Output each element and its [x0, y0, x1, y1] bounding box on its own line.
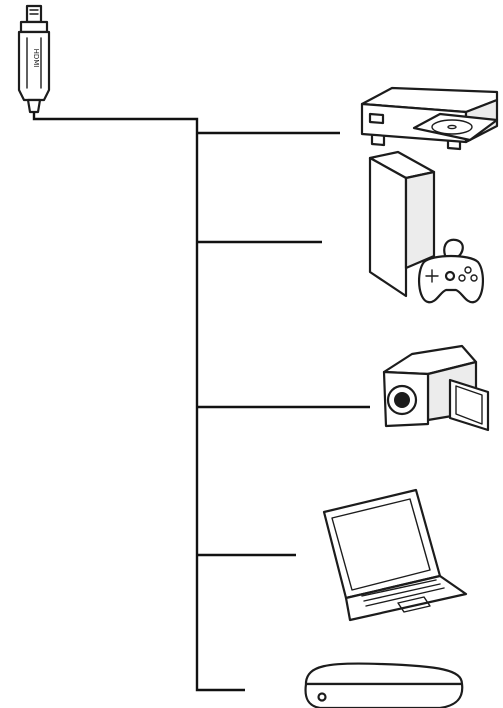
camcorder-icon	[384, 346, 488, 430]
laptop-icon	[324, 490, 466, 620]
cable-lines	[34, 112, 370, 690]
dvd-player-icon	[362, 88, 497, 149]
game-console-icon	[370, 152, 483, 302]
hdmi-label: HDMI	[32, 49, 40, 68]
hdmi-plug-icon: HDMI	[19, 6, 49, 112]
set-top-box-icon	[306, 664, 463, 708]
